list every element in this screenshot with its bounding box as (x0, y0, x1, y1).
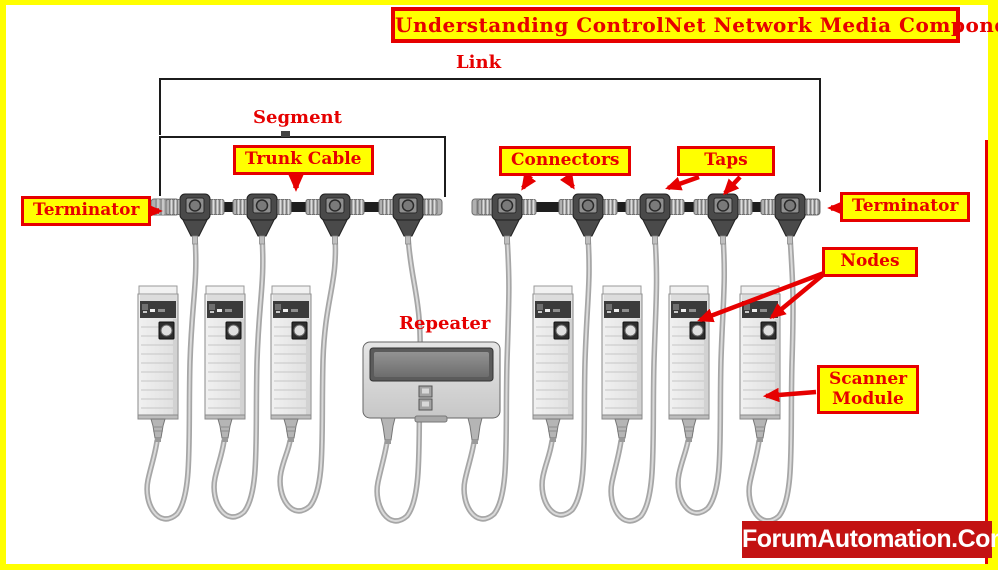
segment-bracket (159, 131, 446, 197)
watermark-badge: ForumAutomation.Com (742, 521, 998, 558)
tap (626, 194, 684, 244)
trunk-cable-section (530, 202, 564, 212)
taps-label: Taps (677, 146, 775, 176)
right-edge-line (985, 140, 988, 564)
connectors-arrow (521, 173, 537, 191)
link-label: Link (456, 52, 502, 73)
node-device (601, 285, 643, 443)
scanner-module-label-line1: Scanner (829, 369, 908, 389)
node-device (270, 285, 312, 443)
scanner-module-label: Scanner Module (817, 365, 919, 414)
scanner-module-arrow (762, 387, 817, 403)
node-device (668, 285, 710, 443)
connectors-label: Connectors (499, 146, 632, 176)
taps-arrow (665, 174, 700, 191)
tap (694, 194, 752, 244)
tap (761, 194, 819, 244)
node-device (532, 285, 574, 443)
trunk-segment-left (150, 194, 443, 244)
tap (379, 194, 437, 244)
nodes-label: Nodes (822, 247, 918, 277)
tap (233, 194, 291, 244)
tap (478, 194, 536, 244)
repeater-label: Repeater (399, 313, 491, 334)
trunk-cable-section (287, 202, 309, 212)
trunk-cable-label: Trunk Cable (233, 145, 374, 175)
tap (306, 194, 364, 244)
segment-label: Segment (253, 107, 342, 128)
link-bracket (159, 78, 821, 192)
terminator-label-left: Terminator (21, 196, 152, 226)
scanner-module-device (739, 285, 781, 443)
node-device (204, 285, 246, 443)
terminator-label-right: Terminator (840, 192, 971, 222)
node-device (137, 285, 179, 443)
nodes-arrow (697, 270, 825, 323)
tap (166, 194, 224, 244)
repeater-device (362, 341, 501, 444)
scanner-module-label-line2: Module (832, 389, 904, 409)
connectors-arrow (559, 172, 575, 190)
trunk-cable-section (360, 202, 382, 212)
segment-tick (281, 131, 290, 137)
diagram-background (6, 5, 988, 564)
trunk-segment-right (471, 194, 821, 244)
diagram-title: Understanding ControlNet Network Media C… (391, 7, 998, 43)
tap (559, 194, 617, 244)
taps-arrow (722, 175, 742, 196)
